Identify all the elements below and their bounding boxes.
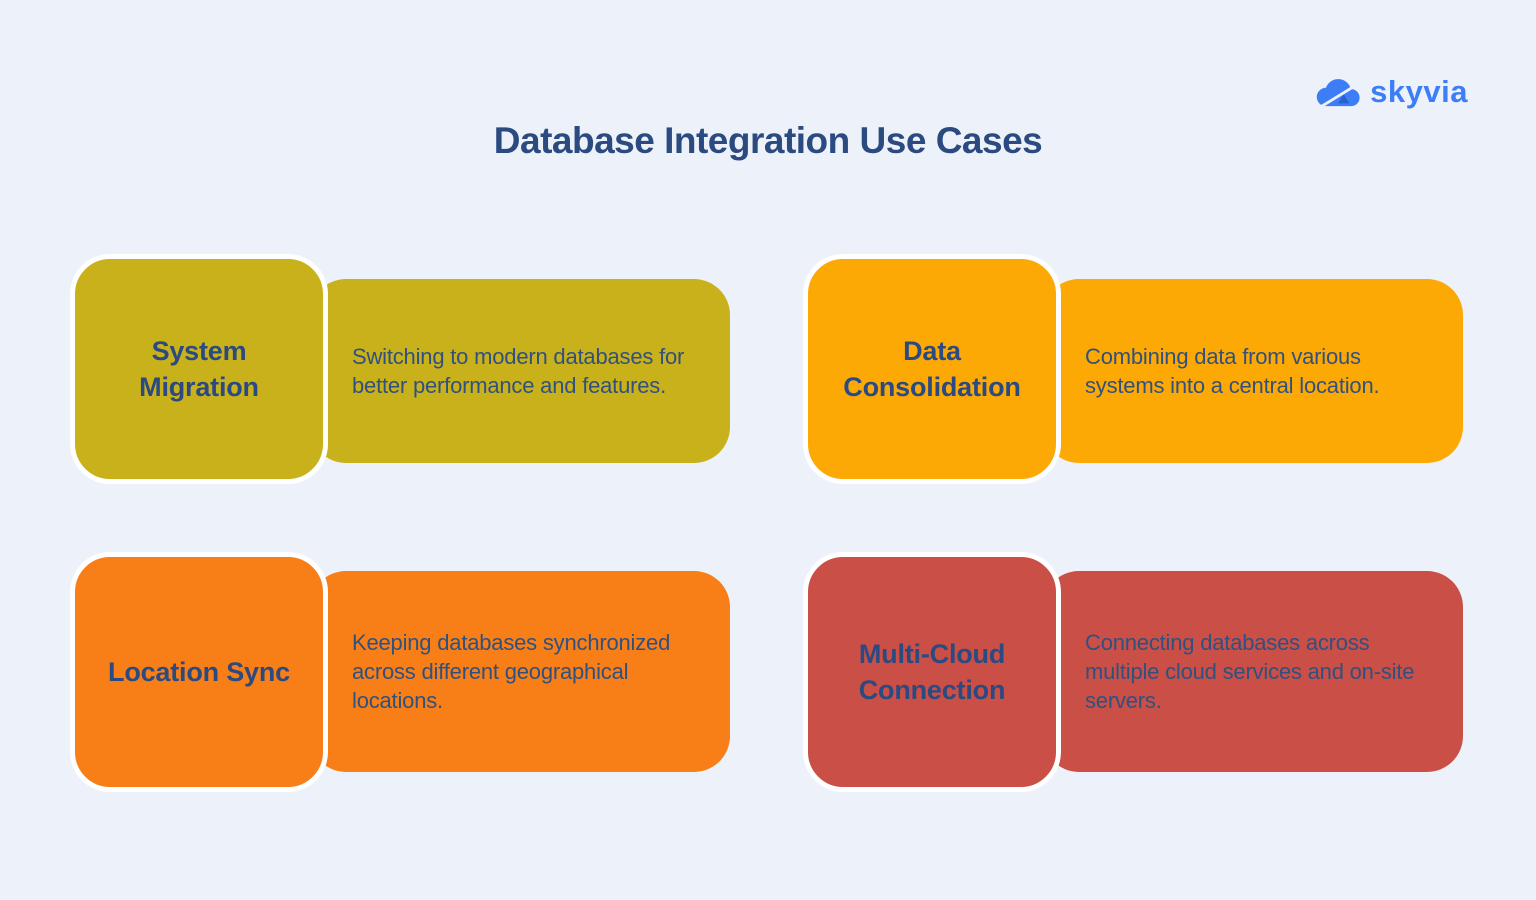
title-tile: Location Sync — [70, 552, 328, 792]
use-case-description: Switching to modern databases for better… — [352, 343, 685, 398]
use-case-title: Data Consolidation — [843, 335, 1021, 402]
use-case-description: Keeping databases synchronized across di… — [352, 629, 671, 714]
use-case-location-sync: Keeping databases synchronized across di… — [70, 552, 740, 797]
title-tile: System Migration — [70, 254, 328, 484]
use-case-multi-cloud-connection: Connecting databases across multiple clo… — [803, 552, 1473, 797]
title-tile: Data Consolidation — [803, 254, 1061, 484]
use-case-system-migration: Switching to modern databases for better… — [70, 254, 740, 499]
logo-wordmark: skyvia — [1370, 74, 1468, 109]
skyvia-logo: skyvia — [1315, 74, 1468, 110]
use-case-data-consolidation: Combining data from various systems into… — [803, 254, 1473, 499]
description-panel: Combining data from various systems into… — [1043, 279, 1463, 463]
description-panel: Switching to modern databases for better… — [310, 279, 730, 463]
use-case-title: System Migration — [139, 335, 259, 402]
use-case-description: Combining data from various systems into… — [1085, 343, 1380, 398]
cloud-icon — [1315, 75, 1361, 109]
use-case-title: Location Sync — [108, 656, 290, 687]
description-panel: Keeping databases synchronized across di… — [310, 571, 730, 772]
use-case-title: Multi-Cloud Connection — [858, 638, 1006, 705]
description-panel: Connecting databases across multiple clo… — [1043, 571, 1463, 772]
page-title: Database Integration Use Cases — [493, 120, 1043, 161]
use-case-description: Connecting databases across multiple clo… — [1085, 629, 1415, 714]
title-tile: Multi-Cloud Connection — [803, 552, 1061, 792]
